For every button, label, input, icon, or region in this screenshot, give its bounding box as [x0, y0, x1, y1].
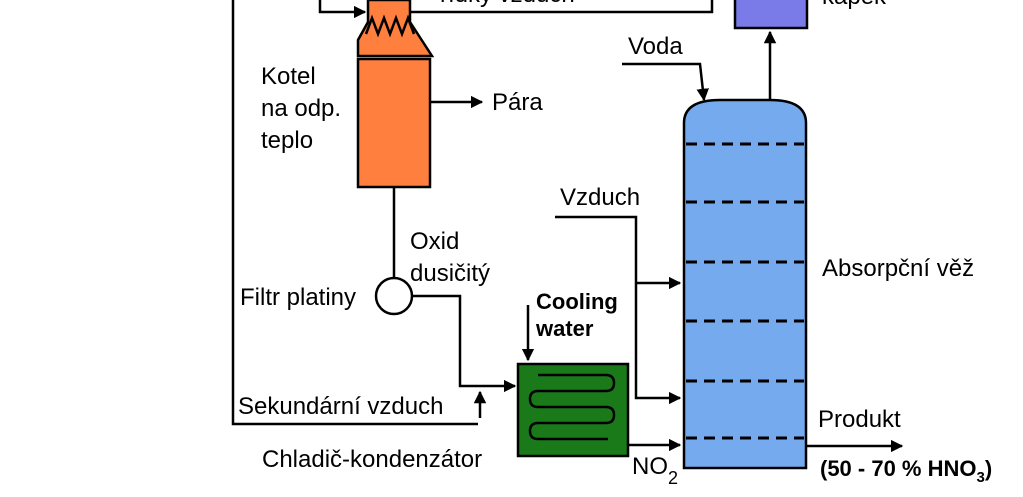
platinum-gauze-coil [364, 14, 416, 38]
label-top-air: řídký vzduch [440, 0, 575, 8]
label-no2: NO2 [632, 453, 678, 488]
label-produkt: Produkt [818, 406, 901, 433]
label-voda: Voda [628, 33, 683, 60]
converter-hood [356, 0, 435, 58]
label-filtr: Filtr platiny [240, 284, 356, 311]
label-kotel-3: teplo [261, 127, 313, 154]
label-cooling-2: water [535, 316, 594, 341]
platinum-filter [374, 276, 414, 316]
primary-air-line [318, 0, 367, 19]
tower-trays [686, 142, 804, 440]
label-cooling-1: Cooling [536, 289, 618, 314]
condenser-coil [528, 373, 616, 441]
primary-air-line-right [405, 0, 714, 14]
water-inlet-line [622, 62, 709, 102]
label-oxid-2: dusičitý [410, 260, 490, 287]
label-sekundarni: Sekundární vzduch [238, 393, 443, 420]
filter-to-condenser-line [412, 294, 517, 393]
label-chladic: Chladič-kondenzátor [262, 446, 482, 473]
waste-heat-boiler [356, 57, 432, 189]
secondary-air-return-line [231, 0, 478, 426]
label-oxid-1: Oxid [410, 228, 459, 255]
label-kotel-2: na odp. [261, 95, 341, 122]
absorption-tower [682, 98, 808, 470]
label-para: Pára [492, 89, 543, 116]
label-droplet: kapek [822, 0, 887, 10]
label-vzduch: Vzduch [560, 184, 640, 211]
air-to-tower-line [555, 215, 682, 405]
label-hno3: (50 - 70 % HNO3) [820, 456, 992, 486]
label-absorpcni-vez: Absorpční věž [822, 255, 974, 282]
droplet-separator [733, 0, 809, 30]
label-kotel-1: Kotel [261, 63, 316, 90]
cooler-condenser [516, 362, 630, 458]
